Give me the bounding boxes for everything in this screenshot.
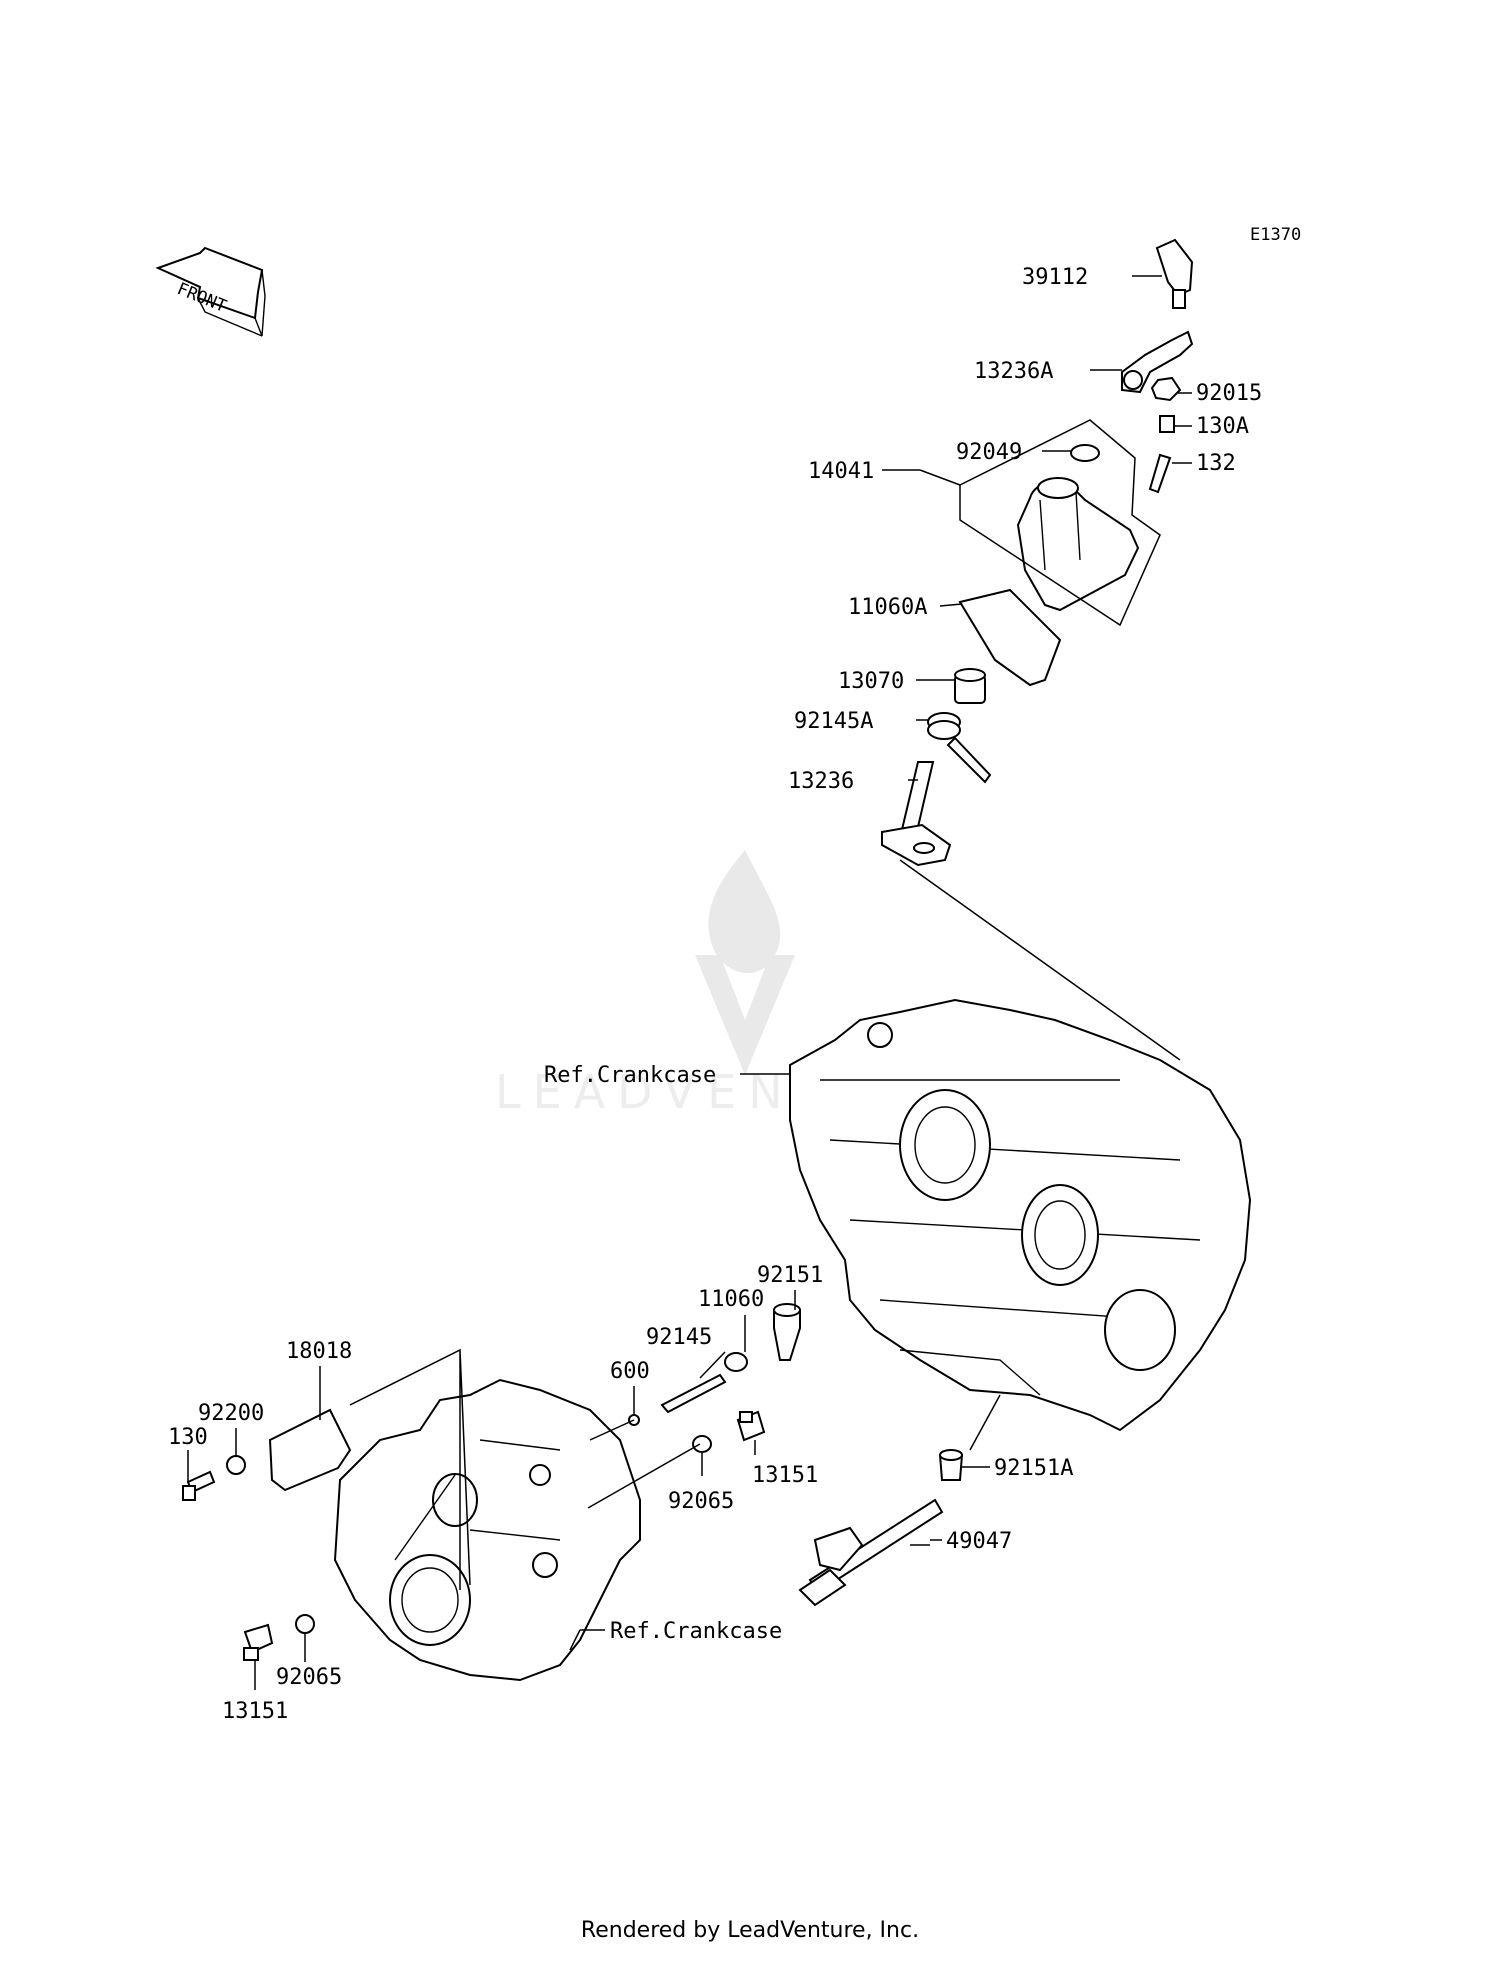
label-13236: 13236	[788, 769, 854, 794]
label-18018: 18018	[286, 1339, 352, 1364]
part-labels: 39112 13236A 92015 130A 92049 132 14041 …	[168, 265, 1262, 1724]
label-13070: 13070	[838, 669, 904, 694]
label-13151-left: 13151	[222, 1699, 288, 1724]
label-39112: 39112	[1022, 265, 1088, 290]
label-49047: 49047	[946, 1529, 1012, 1554]
shift-lever-13236A	[1121, 330, 1194, 394]
spring-92145	[660, 1373, 727, 1414]
bolt-132	[1148, 453, 1172, 494]
crankcase-left	[333, 1348, 641, 1682]
label-130A: 130A	[1196, 414, 1249, 439]
washer-92200	[226, 1455, 246, 1475]
label-92151A: 92151A	[994, 1456, 1073, 1481]
plug-92151	[773, 1303, 801, 1361]
switch-13151-right	[736, 1410, 766, 1442]
label-600: 600	[610, 1359, 650, 1384]
leader-lines	[187, 275, 1192, 1690]
bushing-13070	[954, 668, 986, 704]
bolt-130	[182, 1470, 216, 1501]
plate-18018	[268, 1408, 352, 1492]
crankcase-right	[789, 998, 1252, 1432]
diagram-code: E1370	[1250, 225, 1301, 245]
spring-92145A	[927, 712, 992, 784]
washer-92065-left	[295, 1614, 315, 1634]
label-ref-crankcase-lower: Ref.Crankcase	[610, 1619, 782, 1644]
label-92145: 92145	[646, 1325, 712, 1350]
rod-end-39112	[1155, 238, 1194, 309]
label-11060: 11060	[698, 1287, 764, 1312]
bolt-130A	[1159, 415, 1175, 433]
shift-rod-49047	[798, 1498, 944, 1607]
seal-92049	[1070, 444, 1100, 462]
front-arrow-icon: FRONT	[155, 246, 266, 337]
gasket-11060A	[958, 588, 1062, 687]
label-ref-crankcase-upper: Ref.Crankcase	[544, 1063, 716, 1088]
label-92200: 92200	[198, 1401, 264, 1426]
label-92015: 92015	[1196, 381, 1262, 406]
plug-92151A	[938, 1449, 964, 1481]
washer-92065-right	[692, 1435, 712, 1453]
nut-92015	[1150, 376, 1182, 402]
label-92145A: 92145A	[794, 709, 873, 734]
switch-13151-left	[243, 1623, 274, 1661]
kit-bracket-14041	[959, 419, 1161, 627]
label-92065-right: 92065	[668, 1489, 734, 1514]
label-92151: 92151	[757, 1263, 823, 1288]
footer-credit: Rendered by LeadVenture, Inc.	[580, 1918, 920, 1943]
label-92049: 92049	[956, 440, 1022, 465]
shift-shaft-13236	[881, 761, 952, 867]
label-92065-left: 92065	[276, 1665, 342, 1690]
label-13236A: 13236A	[974, 359, 1053, 384]
label-14041: 14041	[808, 459, 874, 484]
label-13151-right: 13151	[752, 1463, 818, 1488]
label-130: 130	[168, 1425, 208, 1450]
label-132: 132	[1196, 451, 1236, 476]
label-11060A: 11060A	[848, 595, 927, 620]
gasket-11060	[724, 1352, 748, 1372]
cover-14041	[1016, 477, 1140, 612]
